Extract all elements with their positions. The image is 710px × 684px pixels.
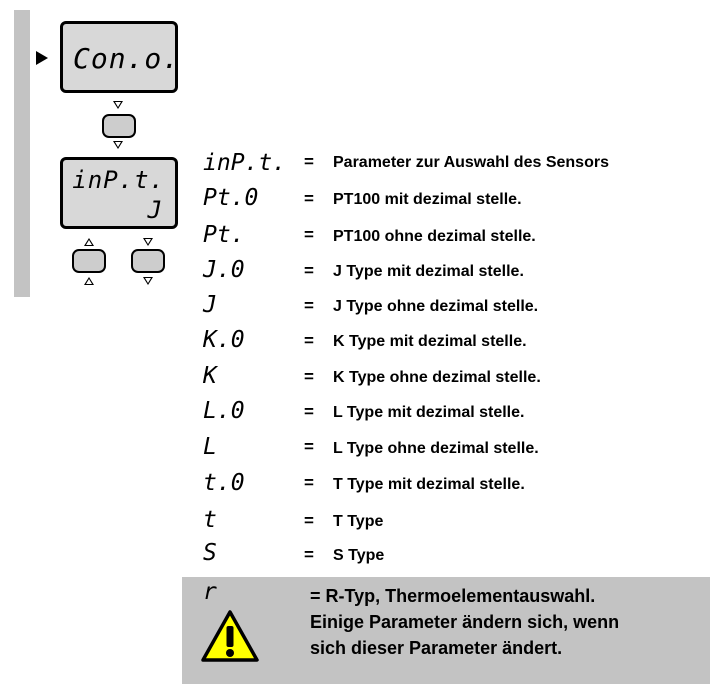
equals-sign: = xyxy=(304,331,314,350)
equals-sign: = xyxy=(304,296,314,315)
warning-line2: Einige Parameter ändern sich, wenn xyxy=(310,612,620,632)
up-button[interactable] xyxy=(72,249,106,273)
desc-inpt: Parameter zur Auswahl des Sensors xyxy=(333,154,609,171)
conf-display: Con.o. xyxy=(60,21,181,93)
sidebar-bar xyxy=(14,10,30,297)
warning-text: = R-Typ, Thermoelementauswahl. Einige Pa… xyxy=(310,583,619,661)
code-t0: t.0 xyxy=(203,470,245,496)
equals-sign: = xyxy=(304,225,314,244)
equals-sign: = xyxy=(304,261,314,280)
code-j: J xyxy=(203,292,217,318)
down-arrow-icon xyxy=(113,101,123,109)
up-arrow-icon xyxy=(84,238,94,246)
desc-l: L Type ohne dezimal stelle. xyxy=(333,440,539,457)
down-arrow-icon xyxy=(143,238,153,246)
code-k0: K.0 xyxy=(203,327,245,353)
equals-sign: = xyxy=(304,189,314,208)
desc-s: S Type xyxy=(333,547,385,564)
param-display: inP.t. J xyxy=(60,157,178,229)
code-l0: L.0 xyxy=(203,398,245,424)
code-inpt: inP.t. xyxy=(203,150,287,176)
desc-k: K Type ohne dezimal stelle. xyxy=(333,369,541,386)
code-k: K xyxy=(203,363,217,389)
down-button[interactable] xyxy=(131,249,165,273)
warning-icon xyxy=(201,610,259,662)
param-display-line1: inP.t. xyxy=(72,166,165,194)
equals-sign: = xyxy=(304,511,314,530)
down-arrow-icon xyxy=(113,141,123,149)
equals-sign: = xyxy=(304,545,314,564)
down-arrow-icon xyxy=(143,277,153,285)
code-t: t xyxy=(203,507,217,533)
code-pt: Pt. xyxy=(203,222,245,248)
desc-pt: PT100 ohne dezimal stelle. xyxy=(333,228,536,245)
equals-sign: = xyxy=(304,473,314,492)
equals-sign: = xyxy=(304,402,314,421)
desc-k0: K Type mit dezimal stelle. xyxy=(333,333,527,350)
code-pt0: Pt.0 xyxy=(203,185,259,211)
desc-j: J Type ohne dezimal stelle. xyxy=(333,298,539,315)
desc-t0: T Type mit dezimal stelle. xyxy=(333,476,525,493)
pointer-arrow-icon xyxy=(36,51,48,65)
code-j0: J.0 xyxy=(203,257,245,283)
warning-line1: = R-Typ, Thermoelementauswahl. xyxy=(310,586,596,606)
code-s: S xyxy=(203,540,217,566)
param-display-line2: J xyxy=(147,196,163,224)
code-r: r xyxy=(203,579,217,605)
equals-sign: = xyxy=(304,367,314,386)
conf-display-text: Con.o. xyxy=(73,42,181,75)
equals-sign: = xyxy=(304,437,314,456)
up-arrow-icon xyxy=(84,277,94,285)
desc-t: T Type xyxy=(333,513,384,530)
equals-sign: = xyxy=(304,152,314,171)
warning-line3: sich dieser Parameter ändert. xyxy=(310,638,563,658)
desc-j0: J Type mit dezimal stelle. xyxy=(333,263,524,280)
desc-l0: L Type mit dezimal stelle. xyxy=(333,404,525,421)
desc-pt0: PT100 mit dezimal stelle. xyxy=(333,191,522,208)
warning-box: r = R-Typ, Thermoelementauswahl. Einige … xyxy=(182,577,710,684)
code-l: L xyxy=(203,434,217,460)
nav-button[interactable] xyxy=(102,114,136,138)
